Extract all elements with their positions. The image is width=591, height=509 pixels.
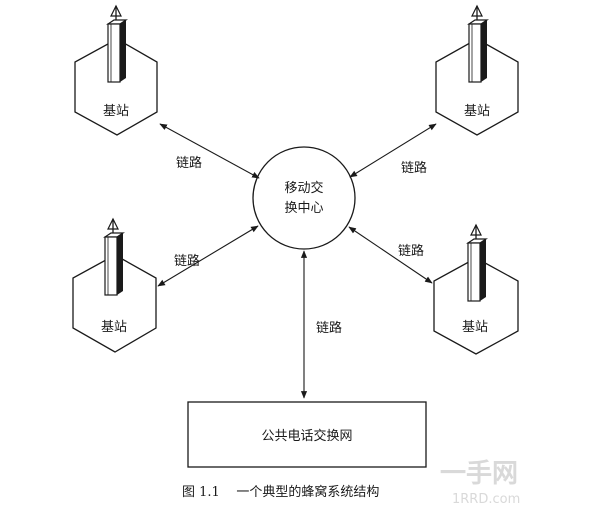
watermark-logo: 一手网 <box>440 459 518 489</box>
tower-icon <box>467 224 487 302</box>
cell-hexagon <box>74 38 158 136</box>
msc-label-line1: 移动交 <box>284 180 323 196</box>
base-station-bottom-left: 基站 <box>72 218 157 353</box>
station-label: 基站 <box>464 104 490 119</box>
station-label: 基站 <box>103 104 129 119</box>
cell-hexagon <box>435 38 519 136</box>
link-arrow-bottom-left <box>157 225 259 287</box>
msc-label-line2: 换中心 <box>284 201 323 216</box>
figure-caption: 图 1.1 一个典型的蜂窝系统结构 <box>182 484 379 500</box>
link-label-bottom-right: 链路 <box>398 243 424 259</box>
watermark-site: 1RRD.com <box>452 492 520 507</box>
base-station-top-left: 基站 <box>74 5 158 136</box>
link-label-bottom-left: 链路 <box>174 253 200 269</box>
station-label: 基站 <box>101 320 127 335</box>
pstn-label: 公共电话交换网 <box>261 428 352 444</box>
link-label-pstn: 链路 <box>316 320 342 336</box>
link-arrow-top-left <box>159 123 260 179</box>
base-station-top-right: 基站 <box>435 5 519 136</box>
pstn-box: 公共电话交换网 <box>187 401 427 468</box>
mobile-switching-center: 移动交 换中心 <box>252 146 356 250</box>
base-station-bottom-right: 基站 <box>433 224 519 355</box>
tower-icon <box>468 5 488 83</box>
cell-hexagon <box>433 257 519 355</box>
station-label: 基站 <box>462 320 488 335</box>
link-arrow-top-right <box>349 123 437 178</box>
link-label-top-right: 链路 <box>401 160 427 176</box>
link-arrow-bottom-right <box>348 226 433 284</box>
tower-icon <box>107 5 127 83</box>
cell-hexagon <box>72 254 157 353</box>
link-label-top-left: 链路 <box>176 155 202 171</box>
tower-icon <box>104 218 124 296</box>
